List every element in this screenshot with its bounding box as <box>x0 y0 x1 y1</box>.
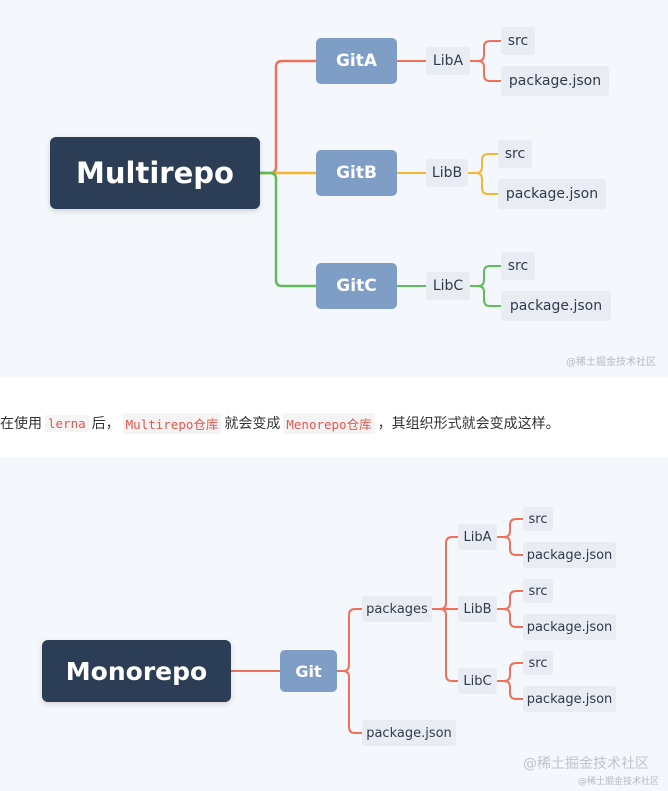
file-node-package-json: package.json <box>523 686 616 712</box>
sentence-text: 后， <box>91 416 120 432</box>
git-node: Git <box>280 650 337 692</box>
lib-node-liba: LibA <box>458 524 497 550</box>
connector-liba-files <box>470 40 501 82</box>
repo-node-gitc: GitC <box>316 263 397 309</box>
monorepo-connectors <box>231 518 523 734</box>
connector-libb-files <box>497 590 523 628</box>
file-node-src: src <box>501 252 535 280</box>
file-node-src: src <box>523 507 553 531</box>
file-node-package-json: package.json <box>523 614 616 640</box>
packages-node: packages <box>362 596 432 622</box>
connector-root-gita <box>260 59 316 175</box>
file-node-package-json: package.json <box>501 66 609 96</box>
file-node-package-json: package.json <box>498 179 606 209</box>
connector-libc-files <box>470 265 501 307</box>
file-node-package-json: package.json <box>501 291 611 321</box>
connector-libb-files <box>468 153 498 195</box>
multirepo-diagram: Multirepo GitA GitB GitC LibA LibB LibC … <box>0 0 668 377</box>
file-node-package-json: package.json <box>362 720 456 746</box>
sentence-text: 就会变成 <box>224 416 281 432</box>
connector-root-gitc <box>260 171 316 288</box>
multirepo-connectors <box>260 40 501 307</box>
lib-node-libc: LibC <box>458 668 497 694</box>
watermark: @稀土掘金技术社区 <box>523 756 649 772</box>
multirepo-root-node: Multirepo <box>50 137 260 209</box>
repo-node-gita: GitA <box>316 38 397 84</box>
connector-liba-files <box>497 518 523 556</box>
watermark: @稀土掘金技术社区 <box>566 357 656 368</box>
file-node-src: src <box>498 140 532 168</box>
file-node-src: src <box>501 27 535 55</box>
watermark-small: @稀土掘金技术社区 <box>578 777 660 787</box>
file-node-src: src <box>523 579 553 603</box>
sentence-text: ，其组织形式就会变成这样。 <box>377 416 560 432</box>
file-node-package-json: package.json <box>523 542 616 568</box>
sentence-text: 在使用 <box>0 416 42 432</box>
monorepo-diagram: Monorepo Git packages package.json LibA … <box>0 457 668 791</box>
inline-code: Menorepo仓库 <box>283 412 375 434</box>
inline-code: Multirepo仓库 <box>122 412 222 434</box>
monorepo-root-node: Monorepo <box>42 640 231 702</box>
connector-libc-files <box>497 662 523 700</box>
inline-code: lerna <box>45 414 89 432</box>
lib-node-libb: LibB <box>458 596 497 622</box>
lib-node-libc: LibC <box>426 272 470 300</box>
file-node-src: src <box>523 651 553 675</box>
connector-packages-libs <box>432 536 458 682</box>
lib-node-liba: LibA <box>426 47 470 75</box>
lib-node-libb: LibB <box>426 159 468 187</box>
connector-git-children <box>337 608 362 734</box>
description-sentence: 在使用 lerna 后， Multirepo仓库 就会变成 Menorepo仓库… <box>0 411 668 435</box>
repo-node-gitb: GitB <box>316 150 397 196</box>
